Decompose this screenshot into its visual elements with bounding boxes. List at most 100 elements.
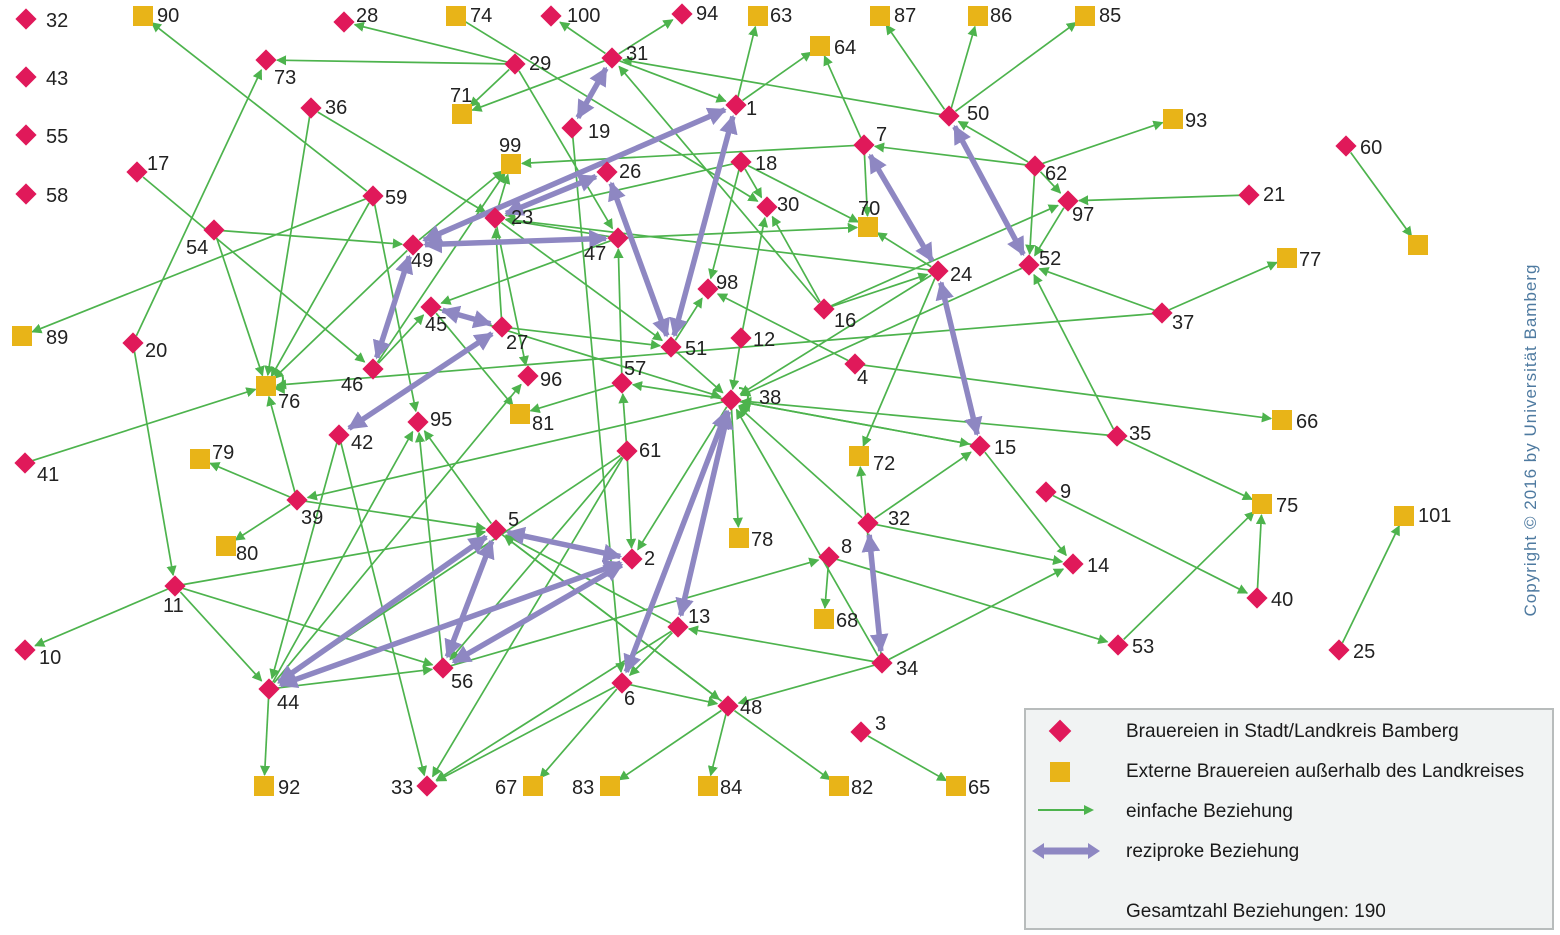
node-square-72 bbox=[849, 446, 869, 466]
edge-simple-6-48 bbox=[629, 683, 719, 707]
edge-simple-54-76 bbox=[215, 237, 265, 377]
node-1: 1 bbox=[725, 94, 757, 120]
edge-reciprocal-45-27 bbox=[440, 305, 493, 329]
edge-simple-4-98 bbox=[716, 293, 849, 362]
node-label-95: 95 bbox=[430, 409, 452, 431]
reciprocal-edges bbox=[277, 66, 1026, 689]
node-label-53: 53 bbox=[1132, 636, 1154, 658]
node-diamond-12 bbox=[730, 327, 752, 349]
node-diamond-37 bbox=[1151, 302, 1173, 324]
edge-simple-29-73 bbox=[275, 55, 508, 66]
node-label-13: 13 bbox=[688, 606, 710, 628]
node-label-41: 41 bbox=[37, 464, 59, 486]
node-diamond-55 bbox=[15, 124, 37, 146]
node-label-48: 48 bbox=[740, 697, 762, 719]
edge-simple-62-97 bbox=[1039, 171, 1062, 194]
node-71: 71 bbox=[450, 85, 472, 124]
node-diamond-38 bbox=[720, 389, 742, 411]
node-label-11: 11 bbox=[163, 595, 184, 617]
edge-simple-1-64 bbox=[742, 51, 812, 102]
node-square-78 bbox=[729, 528, 749, 548]
edge-simple-50-87 bbox=[885, 24, 946, 110]
node-diamond-5 bbox=[485, 519, 507, 541]
edge-reciprocal-27-42 bbox=[347, 331, 494, 431]
node-diamond-59 bbox=[362, 185, 384, 207]
node-6: 6 bbox=[611, 672, 635, 710]
edge-simple-53-75 bbox=[1123, 510, 1255, 641]
edge-simple-38-78 bbox=[730, 407, 743, 529]
node-diamond-25 bbox=[1328, 639, 1350, 661]
edge-simple-31-1 bbox=[619, 60, 727, 103]
node-diamond-98 bbox=[697, 278, 719, 300]
node-label-29: 29 bbox=[529, 53, 551, 75]
node-89: 89 bbox=[12, 326, 68, 349]
node-diamond-32b bbox=[857, 512, 879, 534]
edge-simple-31-94 bbox=[618, 19, 674, 55]
node-75: 75 bbox=[1252, 494, 1298, 517]
node-label-44: 44 bbox=[277, 692, 299, 714]
node-square-77 bbox=[1277, 248, 1297, 268]
edge-simple-42-44 bbox=[269, 442, 338, 680]
node-72: 72 bbox=[849, 446, 895, 475]
legend-internal-label: Brauereien in Stadt/Landkreis Bamberg bbox=[1126, 721, 1459, 742]
node-square-64 bbox=[810, 36, 830, 56]
node-64: 64 bbox=[810, 36, 856, 59]
edge-simple-35-52 bbox=[1033, 273, 1115, 430]
node-label-72: 72 bbox=[873, 453, 895, 475]
node-29: 29 bbox=[504, 53, 551, 75]
edge-simple-62-52 bbox=[1025, 173, 1036, 256]
node-square-86 bbox=[968, 6, 988, 26]
edge-simple-51-38 bbox=[676, 351, 724, 394]
node-32b: 32 bbox=[857, 508, 910, 534]
node-label-2: 2 bbox=[644, 548, 655, 570]
node-40: 40 bbox=[1246, 587, 1293, 611]
node-diamond-58 bbox=[15, 183, 37, 205]
node-label-16: 16 bbox=[834, 310, 856, 332]
node-diamond-18 bbox=[730, 151, 752, 173]
node-label-25: 25 bbox=[1353, 641, 1375, 663]
edge-simple-34-13 bbox=[687, 625, 875, 663]
edge-simple-38-57 bbox=[631, 381, 724, 400]
node-85: 85 bbox=[1075, 5, 1121, 27]
edge-simple-27-51 bbox=[509, 327, 662, 350]
node-label-87: 87 bbox=[894, 5, 916, 27]
node-95: 95 bbox=[407, 409, 452, 433]
node-label-61: 61 bbox=[639, 440, 661, 462]
edge-simple-59-76 bbox=[270, 202, 370, 378]
node-diamond-14 bbox=[1062, 553, 1084, 575]
edge-simple-54-49 bbox=[221, 229, 404, 249]
node-label-23: 23 bbox=[511, 207, 533, 229]
node-diamond-20 bbox=[122, 332, 144, 354]
node-label-50: 50 bbox=[967, 103, 989, 125]
node-label-96: 96 bbox=[540, 369, 562, 391]
node-79: 79 bbox=[190, 442, 234, 469]
edge-simple-32b-14 bbox=[875, 523, 1064, 566]
node-square-79 bbox=[190, 449, 210, 469]
node-4: 4 bbox=[844, 353, 868, 389]
node-57: 57 bbox=[611, 358, 646, 394]
node-label-56: 56 bbox=[451, 671, 473, 693]
node-label-40: 40 bbox=[1271, 589, 1293, 611]
edge-simple-34-38 bbox=[735, 408, 879, 657]
edge-simple-37-76 bbox=[275, 312, 1155, 390]
node-diamond-94 bbox=[671, 3, 693, 25]
node-diamond-51 bbox=[660, 336, 682, 358]
node-81: 81 bbox=[510, 404, 554, 435]
node-99: 99 bbox=[499, 135, 521, 174]
edge-simple-15-14 bbox=[984, 451, 1067, 557]
edge-simple-61-56 bbox=[449, 456, 623, 661]
node-label-1: 1 bbox=[746, 98, 757, 120]
node-93: 93 bbox=[1163, 109, 1207, 132]
legend: Brauereien in Stadt/Landkreis Bamberg Ex… bbox=[1024, 708, 1554, 930]
node-square-87 bbox=[870, 6, 890, 26]
node-square-65 bbox=[946, 776, 966, 796]
node-65: 65 bbox=[946, 776, 990, 799]
node-label-78: 78 bbox=[751, 529, 773, 551]
node-diamond-19 bbox=[561, 117, 583, 139]
node-60x bbox=[1408, 235, 1428, 255]
node-20: 20 bbox=[122, 332, 167, 362]
node-80: 80 bbox=[216, 536, 258, 565]
node-label-92: 92 bbox=[278, 777, 300, 799]
node-label-79: 79 bbox=[212, 442, 234, 464]
node-66: 66 bbox=[1272, 410, 1318, 433]
